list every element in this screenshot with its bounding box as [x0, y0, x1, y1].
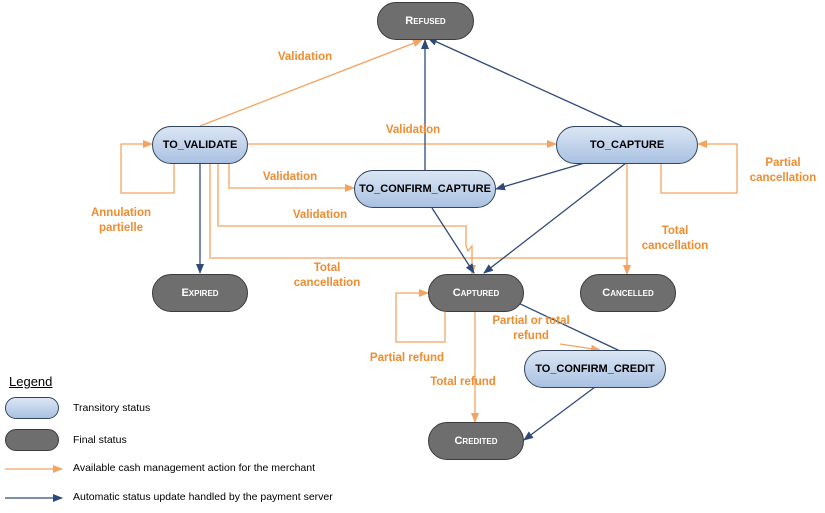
label-partial-or-total-refund: Partial or total refund — [492, 315, 570, 342]
label-validation-refused: Validation — [277, 51, 333, 63]
legend-transitory-swatch — [5, 397, 59, 419]
legend-automatic-label: Automatic status update handled by the p… — [73, 491, 333, 503]
label-partial-refund: Partial refund — [369, 352, 445, 364]
label-partial-cancellation: Partial cancellation — [749, 157, 817, 184]
state-credited: Credited — [428, 422, 524, 460]
edge-to-capture-captured — [483, 162, 627, 274]
legend-merchant-action-label: Available cash management action for the… — [73, 462, 316, 474]
state-captured: Captured — [428, 274, 524, 312]
edge-validation-to-captured — [217, 163, 476, 275]
label-validation-confirm: Validation — [262, 171, 318, 183]
label-validation-captured: Validation — [292, 209, 348, 221]
label-annulation-partielle: Annulation partielle — [90, 207, 152, 234]
edge-confirm-capture-captured — [431, 207, 475, 274]
state-expired: Expired — [152, 274, 248, 312]
legend-transitory-label: Transitory status — [73, 402, 151, 414]
label-total-cancellation-right: Total cancellation — [641, 225, 709, 252]
state-to-confirm-credit: TO_CONFIRM_CREDIT — [524, 350, 666, 388]
edge-partial-cancellation-loop — [660, 140, 738, 194]
state-cancelled: Cancelled — [580, 274, 676, 312]
state-to-validate: TO_VALIDATE — [152, 126, 248, 164]
state-to-confirm-capture: TO_CONFIRM_CAPTURE — [354, 170, 496, 208]
edge-partial-refund-loop — [395, 289, 446, 343]
edge-annulation-partielle-loop — [120, 140, 175, 194]
edge-partial-or-total-refund — [559, 343, 601, 353]
edge-confirm-credit-credited — [523, 386, 596, 441]
legend-final-swatch — [5, 429, 59, 451]
state-to-capture: TO_CAPTURE — [556, 126, 698, 164]
legend-title: Legend — [9, 374, 53, 389]
legend-final-label: Final status — [73, 434, 127, 446]
state-refused: Refused — [377, 2, 474, 40]
edge-to-capture-confirm-capture — [495, 161, 589, 191]
label-total-refund: Total refund — [430, 376, 496, 388]
label-validation-capture: Validation — [385, 124, 441, 136]
edge-validation-to-refused — [199, 39, 423, 127]
edge-to-capture-refused — [427, 37, 623, 127]
label-total-cancellation-left: Total cancellation — [293, 262, 361, 289]
edge-validation-to-confirm-capture — [228, 163, 355, 192]
